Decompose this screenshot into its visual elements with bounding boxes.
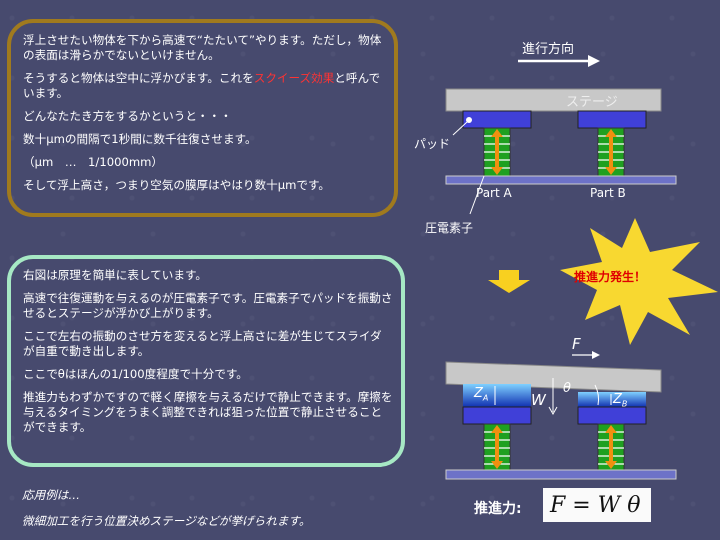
theta-label: θ (563, 381, 571, 396)
text-paragraph: そして浮上高さ，つまり空気の膜厚はやはり数十μmです。 (23, 178, 331, 192)
pad-a-lower (462, 406, 532, 425)
text-paragraph: 浮上させたい物体を下から高速で“たたいて”やります。ただし，物体の表面は滑らかで… (23, 33, 382, 62)
formula-box (543, 488, 651, 522)
part-b-label: Part B (590, 186, 626, 200)
piezo-a-lower (483, 423, 511, 471)
weight-arrow (548, 378, 558, 416)
piezo-b-lower (597, 423, 625, 471)
thrust-formula: F = W θ (550, 493, 641, 518)
thrust-burst-label: 推進力発生！ (574, 270, 647, 284)
piezo-pointer-line (469, 175, 485, 215)
zb-label: ZB (613, 392, 628, 409)
gap-a (463, 384, 531, 407)
part-a-label: Part A (476, 186, 512, 200)
base-plate (445, 175, 677, 185)
pad-marker-dot (466, 117, 472, 123)
thrust-label: 推進力: (474, 501, 522, 517)
theta-arc (594, 384, 600, 406)
stage (445, 88, 662, 112)
stage-label: ステージ (566, 95, 618, 110)
squeeze-effect-term: スクイーズ効果 (253, 71, 335, 85)
force-label: F (572, 335, 581, 353)
applications-heading: 応用例は… (22, 488, 80, 502)
explanation-textbox: 右図は原理を簡単に表しています。 高速で往復運動を与えるのが圧電素子です。圧電素… (7, 255, 405, 467)
text-paragraph: （μm … 1/1000mm） (23, 155, 164, 169)
pad-b (577, 110, 647, 129)
direction-label: 進行方向 (522, 42, 575, 57)
text-paragraph: 推進力もわずかですので軽く摩擦を与えるだけで静止できます。摩擦を与えるタイミング… (23, 390, 393, 434)
text-paragraph: そうすると物体は空中に浮かびます。これをスクイーズ効果と呼んでいます。 (23, 71, 381, 100)
text-paragraph: 右図は原理を簡単に表しています。 (23, 268, 207, 282)
text-paragraph: ここでθはほんの1/100度程度で十分です。 (23, 367, 248, 381)
direction-arrow-icon (518, 55, 600, 67)
principle-textbox: 浮上させたい物体を下から高速で“たたいて”やります。ただし，物体の表面は滑らかで… (7, 19, 398, 217)
pad-pointer-line (452, 121, 468, 136)
applications-text: 微細加工を行う位置決めステージなどが挙げられます。 (22, 514, 311, 528)
za-label: ZA (474, 386, 489, 403)
down-arrow-icon (488, 270, 530, 293)
thrust-burst-icon (560, 218, 718, 345)
text-paragraph: どんなたたき方をするかというと・・・ (23, 109, 232, 123)
piezo-label: 圧電素子 (425, 221, 474, 235)
pad-b-lower (577, 406, 647, 425)
weight-label: W (531, 391, 546, 409)
base-plate-lower (445, 469, 677, 480)
gap-b (578, 392, 646, 407)
text-paragraph: 高速で往復運動を与えるのが圧電素子です。圧電素子でパッドを振動させるとステージが… (23, 291, 393, 320)
piezo-b (597, 127, 625, 177)
text-paragraph: 数十μmの間隔で1秒間に数千往復させます。 (23, 132, 257, 146)
pad-label: パッド (414, 137, 451, 151)
piezo-a (483, 127, 511, 177)
pad-a (462, 110, 532, 129)
text-paragraph: ここで左右の振動のさせ方を変えると浮上高さに差が生じてスライダが自重で動き出しま… (23, 329, 382, 358)
